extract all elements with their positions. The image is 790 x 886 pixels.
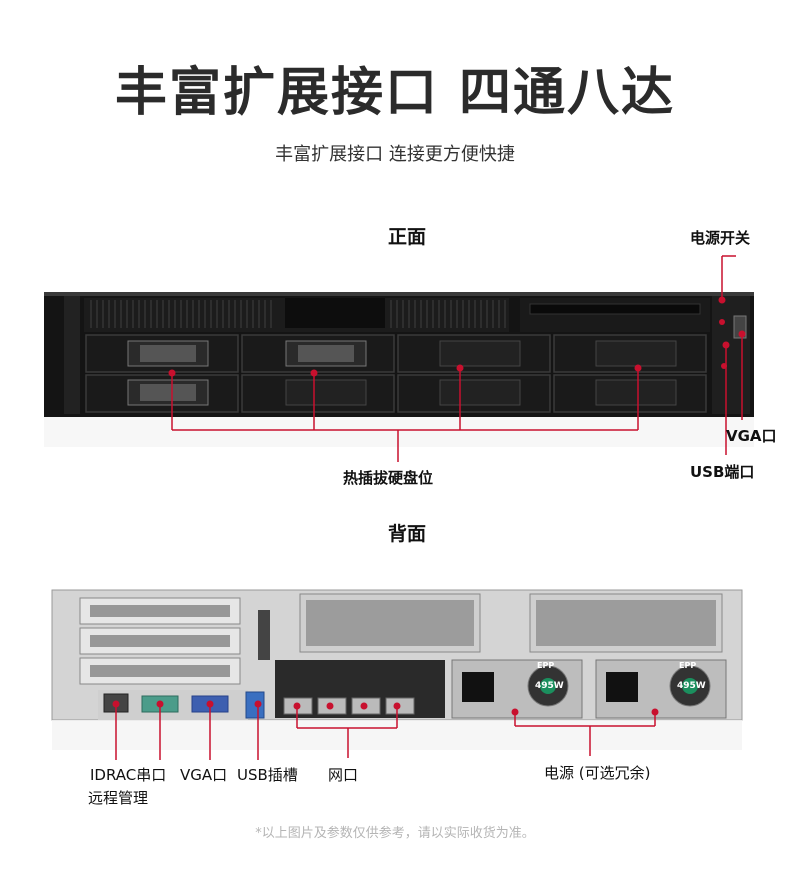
rear-callout-dots <box>112 700 659 716</box>
callout-rear-usb: USB插槽 <box>237 766 298 784</box>
callout-power-supply: 电源 (可选冗余) <box>544 764 651 782</box>
front-vent-stripes <box>90 300 506 328</box>
drive-caddies <box>127 340 677 406</box>
rear-psu-1 <box>451 659 583 719</box>
callout-network-port: 网口 <box>328 766 359 784</box>
callout-idrac-line1: IDRAC串口 <box>90 766 167 784</box>
callout-hot-swap-bays: 热插拔硬盘位 <box>343 469 434 487</box>
rear-riser <box>258 610 270 660</box>
rear-callout-lines <box>115 704 656 760</box>
rear-psu-2 <box>595 659 727 719</box>
callout-power-switch: 电源开关 <box>690 229 751 247</box>
footer-disclaimer: *以上图片及参数仅供参考，请以实际收货为准。 <box>255 826 535 841</box>
psu-1-brand: EPP <box>537 661 555 670</box>
psu-1-badge: 495W <box>535 681 564 691</box>
front-callout-lines <box>171 255 743 462</box>
front-section-label: 正面 <box>388 226 427 248</box>
page-subtitle: 丰富扩展接口 连接更方便快捷 <box>275 144 515 165</box>
front-left-ear <box>64 296 80 414</box>
optical-drive-slot <box>529 303 701 315</box>
rear-pcie-vents <box>90 605 230 677</box>
callout-rear-vga: VGA口 <box>180 766 228 784</box>
callout-front-usb: USB端口 <box>690 463 755 481</box>
callout-front-vga: VGA口 <box>726 427 777 445</box>
front-callout-dots <box>168 296 746 377</box>
callout-idrac-line2: 远程管理 <box>88 789 149 807</box>
rear-section-label: 背面 <box>388 523 427 545</box>
psu-2-badge: 495W <box>677 681 706 691</box>
page-title: 丰富扩展接口 四通八达 <box>114 63 676 123</box>
psu-2-brand: EPP <box>679 661 697 670</box>
